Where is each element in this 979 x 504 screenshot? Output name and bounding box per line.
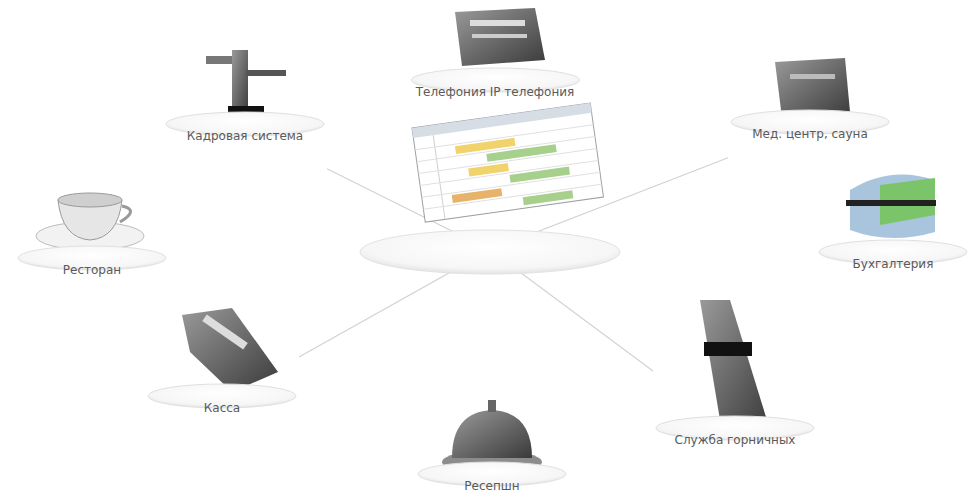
chart-icon: [846, 174, 936, 238]
system-node: Телефония IP телефония: [408, 67, 583, 101]
node-label: Служба горничных: [655, 433, 815, 447]
system-node: Ресторан: [17, 245, 167, 279]
cash-register-icon: [182, 308, 278, 392]
system-node: Мед. центр, сауна: [730, 109, 890, 143]
node-label: Мед. центр, сауна: [730, 127, 890, 141]
system-node: Касса: [147, 383, 297, 417]
node-label: Бухгалтерия: [818, 257, 968, 271]
hr-icon: [206, 50, 286, 116]
node-label: Ресторан: [17, 263, 167, 277]
system-node: Служба горничных: [655, 415, 815, 449]
phone-icon: [455, 8, 545, 66]
center-disc: [360, 230, 620, 274]
node-label: Кадровая система: [165, 129, 325, 143]
node-label: Касса: [147, 401, 297, 415]
system-node: Кадровая система: [165, 111, 325, 145]
cup-icon: [36, 193, 144, 250]
node-label: Телефония IP телефония: [408, 85, 583, 99]
system-node: Ресепшн: [417, 461, 567, 495]
system-node: Бухгалтерия: [818, 239, 968, 273]
housekeeping-icon: [700, 300, 770, 430]
node-label: Ресепшн: [417, 479, 567, 493]
sauna-icon: [775, 58, 850, 118]
spreadsheet-icon: [412, 103, 603, 222]
